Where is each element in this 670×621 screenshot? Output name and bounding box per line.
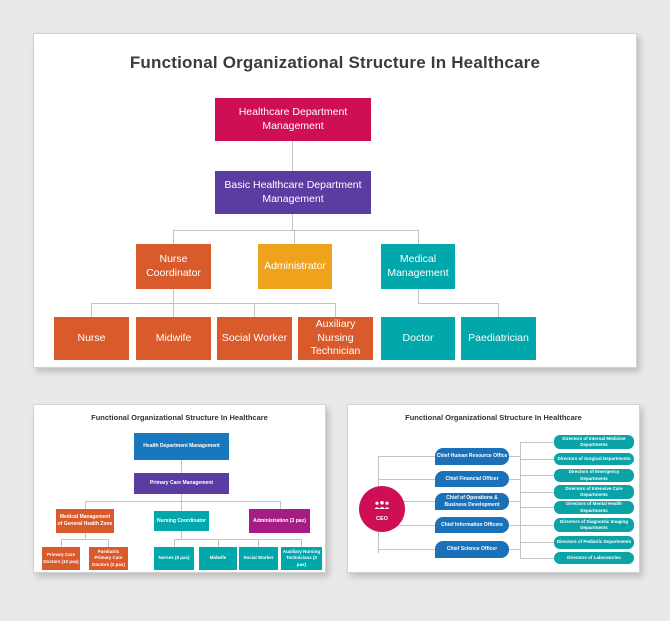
org-node-basic-healthcare-department-management: Basic Healthcare Department Management <box>215 171 371 214</box>
connector <box>173 230 419 231</box>
connector <box>181 460 182 473</box>
connector <box>258 539 259 547</box>
connector <box>173 303 174 317</box>
connector <box>520 525 554 526</box>
org-node-healthcare-department-management: Healthcare Department Management <box>215 98 371 141</box>
org-node-social-worker: Social Worker <box>217 317 292 360</box>
connector <box>218 539 219 547</box>
org-node-nurses: Nurses (8 pax) <box>154 547 194 570</box>
connector <box>509 501 520 502</box>
org-node-medical-management: Medical Management <box>381 244 455 289</box>
org-node-nursing-coordinator: Nursing Coordinator <box>154 511 209 531</box>
connector <box>509 456 520 457</box>
connector <box>85 501 86 509</box>
connector <box>378 479 435 480</box>
org-node-primary-care-management: Primary Care Management <box>134 473 229 494</box>
connector <box>418 303 499 304</box>
connector <box>520 507 554 508</box>
connector <box>292 214 293 230</box>
slide-title: Functional Organizational Structure In H… <box>91 413 268 422</box>
org-node-medical-management-general-health-zone: Medical Management of General Health Zon… <box>56 509 114 533</box>
connector <box>520 442 521 558</box>
connector <box>292 141 293 171</box>
connector <box>378 549 435 550</box>
connector <box>280 501 281 509</box>
org-node-auxiliary-nursing-technicians: Auxiliary Nursing Technicians (2 pax) <box>281 547 322 570</box>
connector <box>520 442 554 443</box>
connector <box>181 531 182 539</box>
slide-main-org-chart[interactable]: Functional Organizational Structure In H… <box>33 33 637 368</box>
connector <box>520 542 554 543</box>
org-node-directors-internal-medicine: Directors of Internal Medicine Departmen… <box>554 435 634 449</box>
org-node-ceo: CEO <box>359 486 405 532</box>
slide-ceo-org-chart[interactable]: Functional Organizational Structure In H… <box>347 404 640 573</box>
connector <box>173 289 174 303</box>
connector <box>85 533 86 539</box>
org-node-chief-information-officers: Chief Information Officers <box>435 517 509 533</box>
org-node-primary-care-doctors: Primary Care Doctors (10 pax) <box>42 547 80 570</box>
connector <box>301 539 302 547</box>
org-node-nurse: Nurse <box>54 317 129 360</box>
connector <box>61 539 62 547</box>
org-node-doctor: Doctor <box>381 317 455 360</box>
org-node-chief-human-resource-office: Chief Human Resource Office <box>435 448 509 465</box>
org-node-directors-intensive-care: Directors of Intensive Care Departments <box>554 485 634 499</box>
org-node-administration: Administration (3 pax) <box>249 509 310 533</box>
org-node-chief-of-operations-business-development: Chief of Operations & Business Developme… <box>435 493 509 510</box>
org-node-paediatrician: Paediatrician <box>461 317 536 360</box>
org-node-directors-emergency: Directors of Emergency Departments <box>554 469 634 482</box>
connector <box>509 549 520 550</box>
connector <box>254 303 255 317</box>
connector <box>520 475 554 476</box>
org-node-directors-mental-health: Directors of Mental Health Departments <box>554 501 634 514</box>
connector <box>294 230 295 244</box>
connector <box>509 479 520 480</box>
connector <box>174 539 301 540</box>
connector <box>418 289 419 303</box>
connector <box>181 494 182 501</box>
connector <box>85 501 280 502</box>
connector <box>378 525 435 526</box>
org-node-directors-pediatric: Directors of Pediatric Departments <box>554 536 634 549</box>
slide-primary-care-org-chart[interactable]: Functional Organizational Structure In H… <box>33 404 326 573</box>
people-icon <box>373 497 391 515</box>
org-node-chief-science-officer: Chief Science Officer <box>435 541 509 558</box>
slide-title: Functional Organizational Structure In H… <box>405 413 582 422</box>
connector <box>335 303 336 317</box>
connector <box>378 456 435 457</box>
connector <box>520 492 554 493</box>
org-node-chief-financial-officer: Chief Financial Officer <box>435 471 509 487</box>
org-node-midwife: Midwife <box>136 317 211 360</box>
org-node-health-department-management: Health Department Management <box>134 433 229 460</box>
org-node-midwife-small: Midwife <box>199 547 237 570</box>
slide-title: Functional Organizational Structure In H… <box>129 53 541 72</box>
org-node-directors-diagnostic-imaging: Directors of Diagnostic Imaging Departme… <box>554 518 634 532</box>
connector <box>378 501 435 502</box>
org-node-nurse-coordinator: Nurse Coordinator <box>136 244 211 289</box>
org-node-auxiliary-nursing-technician: Auxiliary Nursing Technician <box>298 317 373 360</box>
connector <box>91 303 336 304</box>
connector <box>509 525 520 526</box>
connector <box>520 459 554 460</box>
connector <box>173 230 174 244</box>
org-node-social-worker-small: Social Worker <box>239 547 278 570</box>
org-node-administrator: Administrator <box>258 244 332 289</box>
org-node-directors-laboratories: Directors of Laboratories <box>554 552 634 564</box>
connector <box>498 303 499 317</box>
org-node-directors-surgical: Directors of Surgical Departments <box>554 453 634 465</box>
connector <box>520 558 554 559</box>
connector <box>174 539 175 547</box>
ceo-label: CEO <box>376 515 388 522</box>
connector <box>418 230 419 244</box>
org-node-paediatric-primary-care-doctors: Paediatric Primary Care Doctors (2 pax) <box>89 547 128 570</box>
connector <box>181 501 182 511</box>
connector <box>108 539 109 547</box>
connector <box>91 303 92 317</box>
connector <box>61 539 109 540</box>
